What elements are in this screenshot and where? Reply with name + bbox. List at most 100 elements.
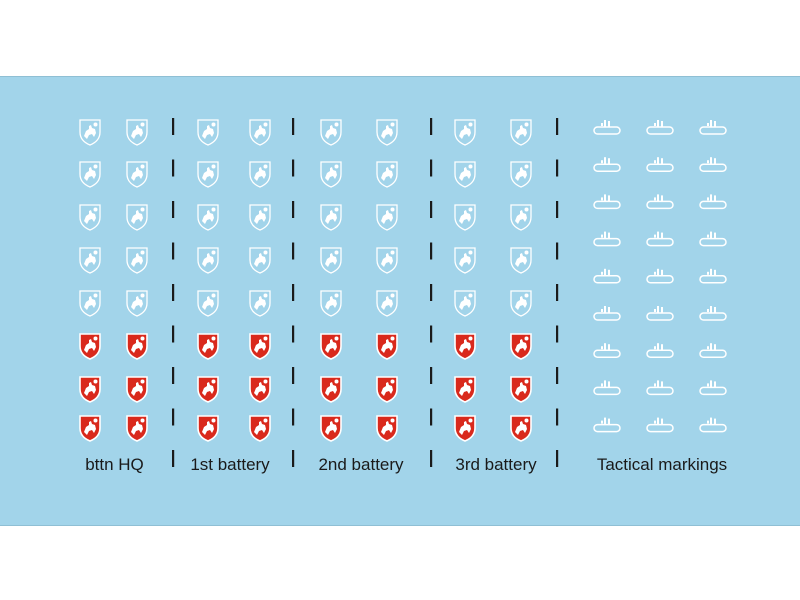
white-shield-emblem-icon <box>79 119 101 146</box>
white-shield-emblem-icon <box>249 204 271 231</box>
white-shield-emblem-icon <box>197 247 219 274</box>
white-shield-emblem-icon <box>249 119 271 146</box>
red-shield-emblem-icon <box>126 376 148 403</box>
tactical-marking-icon <box>646 120 674 135</box>
tactical-marking-icon <box>646 380 674 396</box>
red-shield-emblem-icon <box>320 415 342 442</box>
divider-dash <box>172 367 175 384</box>
divider-dash <box>292 242 295 260</box>
white-shield-emblem-icon <box>376 204 398 231</box>
white-shield-emblem-icon <box>249 247 271 274</box>
tactical-marking-icon <box>646 343 674 358</box>
divider-dash <box>556 159 559 177</box>
white-shield-emblem-icon <box>320 247 342 274</box>
divider-dash <box>430 118 433 135</box>
tactical-marking-icon <box>593 157 621 172</box>
red-shield-emblem-icon <box>376 415 398 442</box>
white-shield-emblem-icon <box>510 161 532 188</box>
divider-dash <box>292 408 295 426</box>
group-label-bttn-hq: bttn HQ <box>85 455 144 474</box>
tactical-marking-icon <box>699 120 727 135</box>
divider-dash <box>430 159 433 177</box>
white-shield-emblem-icon <box>454 119 476 146</box>
red-shield-emblem-icon <box>454 333 476 360</box>
white-shield-emblem-icon <box>79 247 101 274</box>
tactical-marking-icon <box>646 231 674 247</box>
divider-dash <box>172 159 175 177</box>
divider-dash <box>292 367 295 384</box>
tactical-marking-icon <box>699 231 727 247</box>
divider-dash <box>556 325 559 343</box>
white-shield-emblem-icon <box>510 247 532 274</box>
divider-dash <box>430 450 433 467</box>
group-label-tactical-markings: Tactical markings <box>596 455 728 474</box>
white-shield-emblem-icon <box>510 119 532 146</box>
white-shield-emblem-icon <box>376 161 398 188</box>
divider-dash <box>172 325 175 343</box>
white-shield-emblem-icon <box>197 119 219 146</box>
divider-dash <box>556 242 559 260</box>
white-shield-emblem-icon <box>79 161 101 188</box>
red-shield-emblem-icon <box>79 415 101 442</box>
red-shield-emblem-icon <box>320 333 342 360</box>
white-shield-emblem-icon <box>197 290 219 317</box>
divider-dash <box>172 284 175 301</box>
white-shield-emblem-icon <box>454 247 476 274</box>
white-shield-emblem-icon <box>320 204 342 231</box>
red-shield-emblem-icon <box>376 376 398 403</box>
white-shield-emblem-icon <box>510 204 532 231</box>
red-shield-emblem-icon <box>79 333 101 360</box>
tactical-marking-icon <box>593 417 621 433</box>
red-shield-emblem-icon <box>376 333 398 360</box>
tactical-marking-icon <box>593 306 621 321</box>
divider-dash <box>430 201 433 218</box>
divider-dash <box>430 367 433 384</box>
divider-dash <box>556 450 559 467</box>
divider-dash <box>292 201 295 218</box>
white-shield-emblem-icon <box>320 290 342 317</box>
divider-dash <box>556 408 559 426</box>
divider-dash <box>556 284 559 301</box>
divider-dash <box>430 242 433 260</box>
white-shield-emblem-icon <box>126 204 148 231</box>
tactical-marking-icon <box>699 380 727 396</box>
decal-artwork <box>79 118 727 467</box>
white-shield-emblem-icon <box>376 247 398 274</box>
red-shield-emblem-icon <box>454 415 476 442</box>
red-shield-emblem-icon <box>197 333 219 360</box>
divider-dash <box>292 325 295 343</box>
white-shield-emblem-icon <box>197 204 219 231</box>
red-shield-emblem-icon <box>126 415 148 442</box>
tactical-marking-icon <box>593 268 621 284</box>
tactical-marking-icon <box>699 417 727 433</box>
divider-dash <box>172 450 175 467</box>
white-shield-emblem-icon <box>376 119 398 146</box>
divider-dash <box>292 118 295 135</box>
tactical-marking-icon <box>699 343 727 358</box>
white-shield-emblem-icon <box>79 290 101 317</box>
white-shield-emblem-icon <box>79 204 101 231</box>
tactical-marking-icon <box>593 231 621 247</box>
divider-dash <box>172 408 175 426</box>
white-shield-emblem-icon <box>197 161 219 188</box>
white-shield-emblem-icon <box>320 161 342 188</box>
red-shield-emblem-icon <box>79 376 101 403</box>
divider-dash <box>556 118 559 135</box>
divider-dash <box>292 284 295 301</box>
red-shield-emblem-icon <box>510 415 532 442</box>
tactical-marking-icon <box>699 157 727 172</box>
divider-dash <box>172 118 175 135</box>
white-shield-emblem-icon <box>320 119 342 146</box>
red-shield-emblem-icon <box>510 376 532 403</box>
tactical-marking-icon <box>593 194 621 210</box>
divider-dash <box>172 201 175 218</box>
red-shield-emblem-icon <box>320 376 342 403</box>
white-shield-emblem-icon <box>510 290 532 317</box>
white-shield-emblem-icon <box>454 161 476 188</box>
tactical-marking-icon <box>699 268 727 284</box>
tactical-marking-icon <box>646 306 674 321</box>
divider-dash <box>292 450 295 467</box>
decal-sheet: bttn HQ 1st battery 2nd battery 3rd batt… <box>0 76 800 526</box>
group-label-2nd-battery: 2nd battery <box>318 455 404 474</box>
tactical-marking-icon <box>646 268 674 284</box>
